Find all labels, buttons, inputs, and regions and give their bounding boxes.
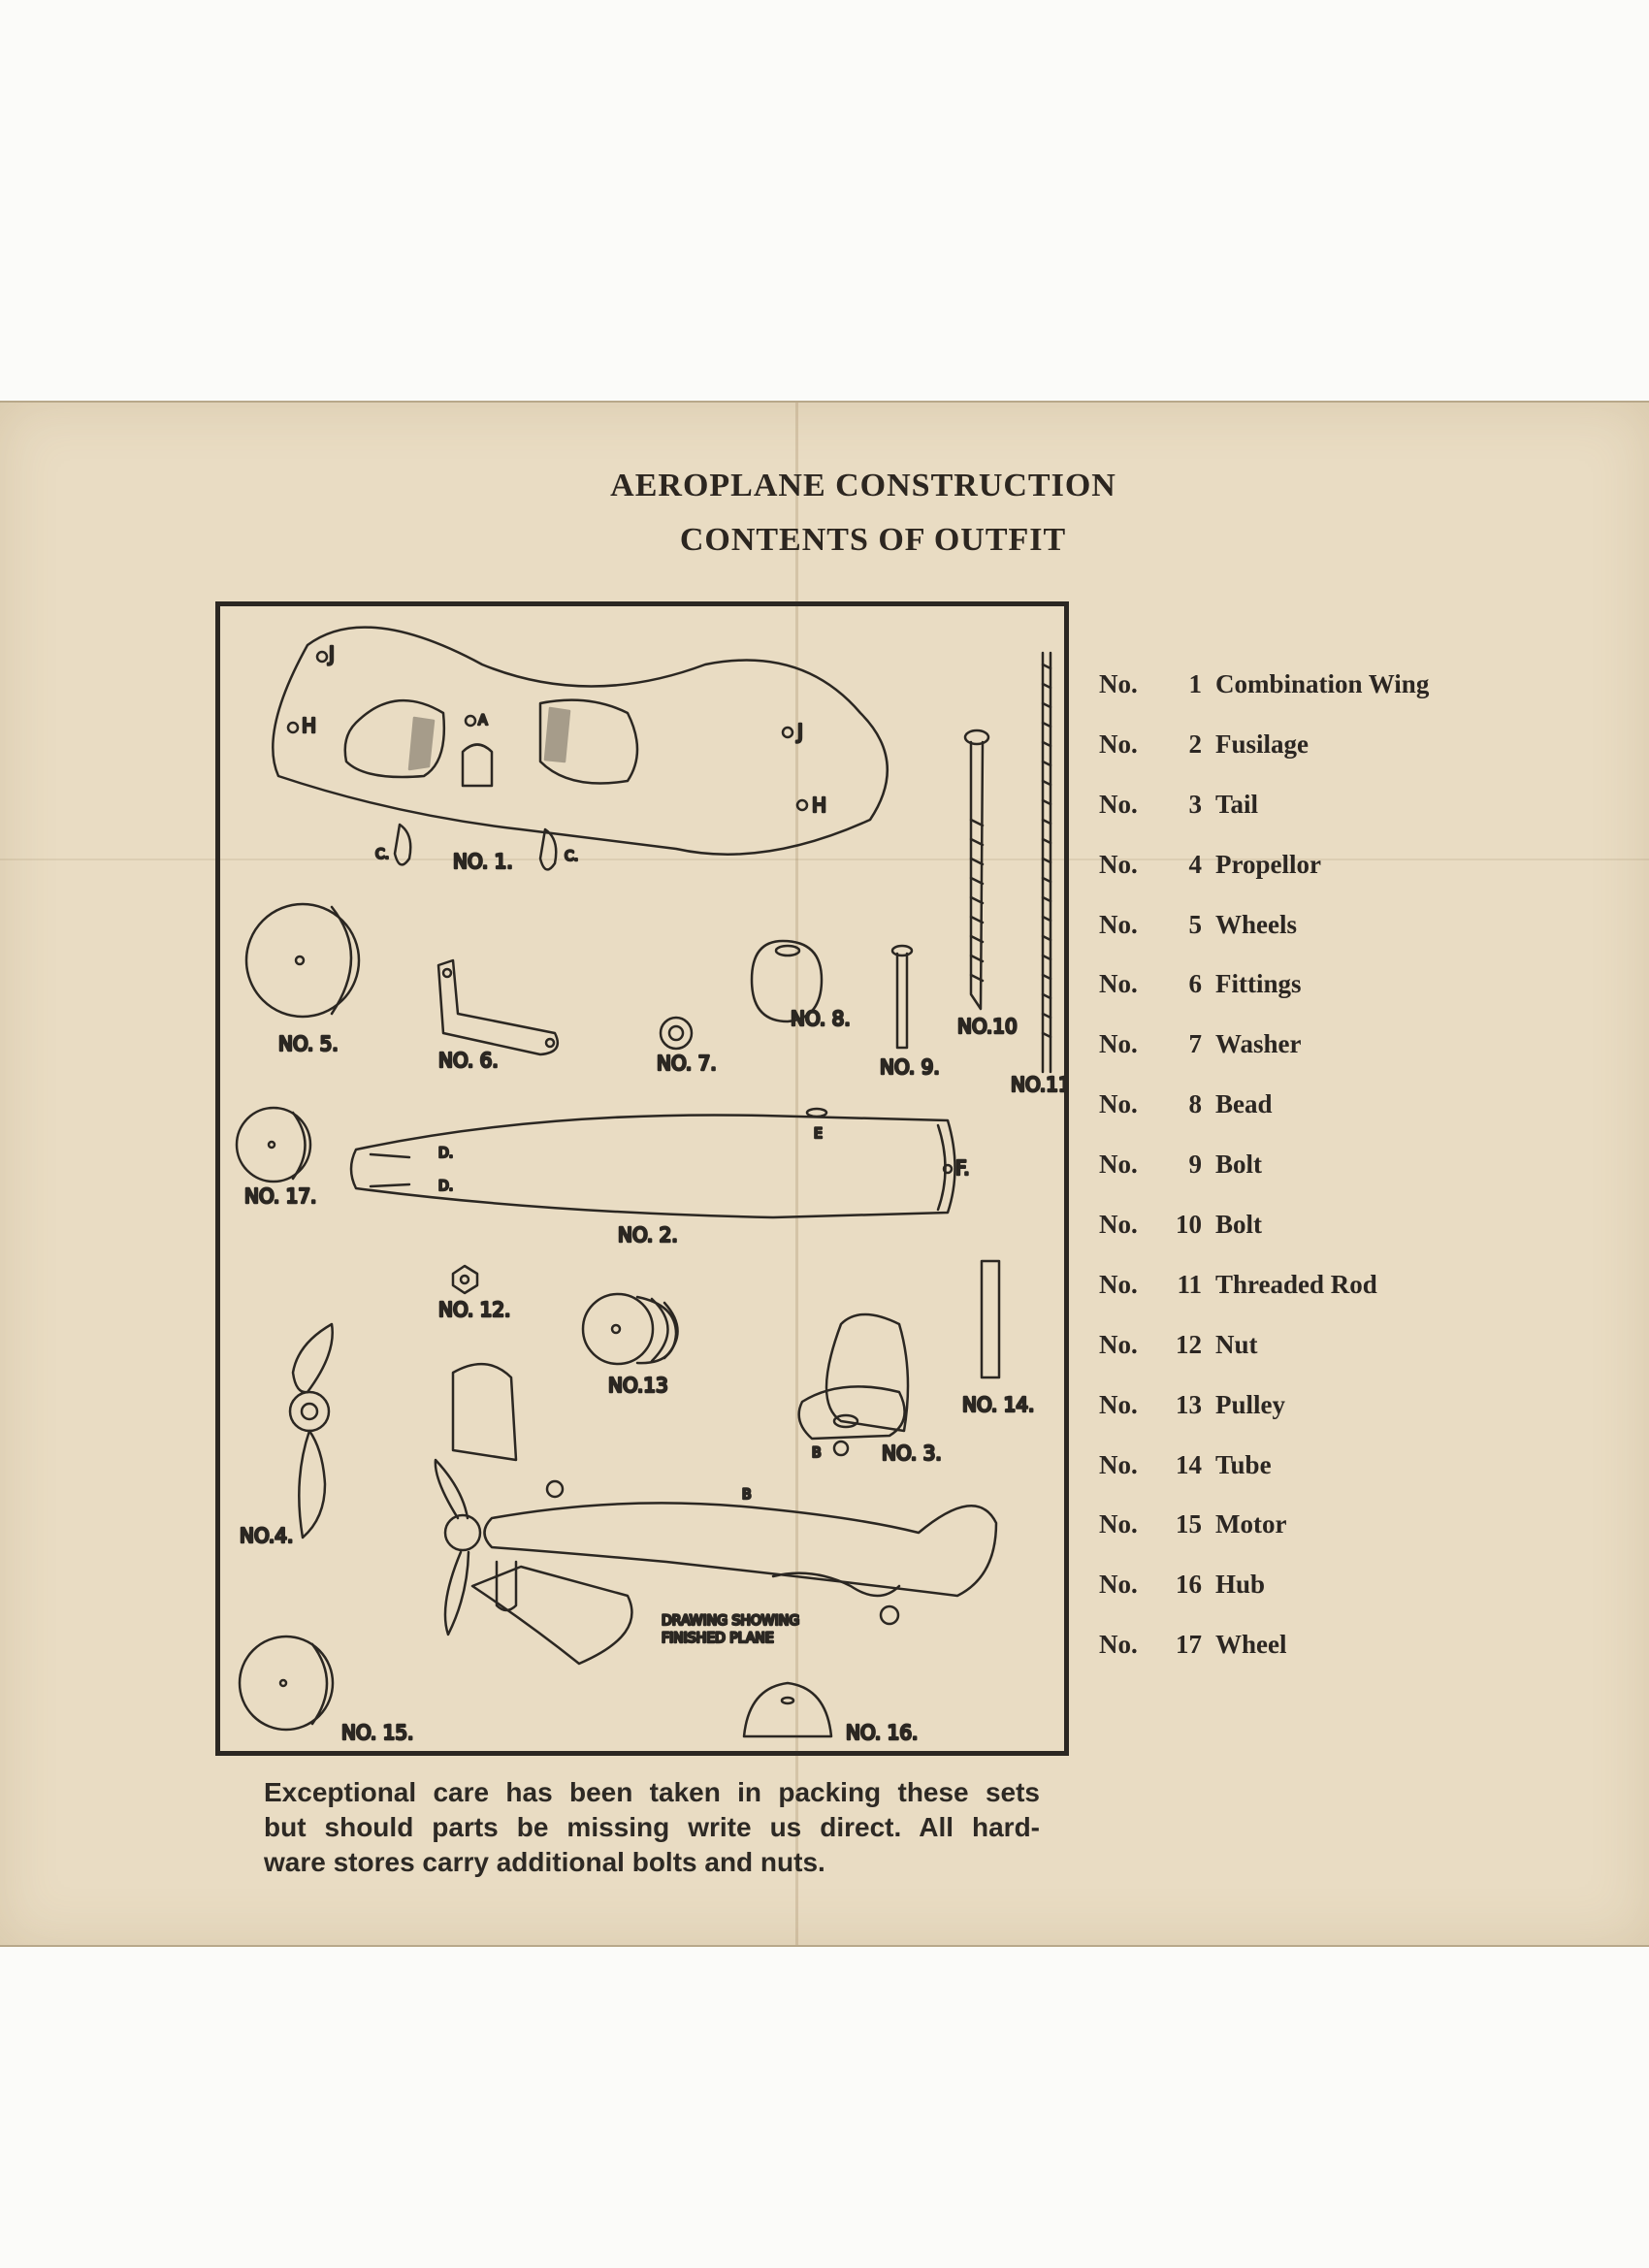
part-16-hub: NO. 16. bbox=[742, 1681, 920, 1745]
hole-label-d: D. bbox=[438, 1146, 453, 1161]
hole-label-b-plane: B bbox=[742, 1487, 752, 1503]
instruction-sheet bbox=[0, 401, 1649, 1947]
part-14-tube: NO. 14. bbox=[961, 1259, 1036, 1417]
label-no16: NO. 16. bbox=[846, 1721, 918, 1744]
part-4-propellor: NO.4. bbox=[239, 1322, 334, 1548]
label-no14: NO. 14. bbox=[962, 1393, 1034, 1416]
hole-label-h: H bbox=[302, 714, 316, 737]
part-17-wheel: NO. 17. bbox=[235, 1106, 318, 1209]
part-7-washer: NO. 7. bbox=[656, 1016, 718, 1076]
label-no12: NO. 12. bbox=[438, 1298, 510, 1321]
part-3-tail: B NO. 3. bbox=[797, 1312, 943, 1466]
label-no17: NO. 17. bbox=[244, 1184, 316, 1208]
page-subtitle: CONTENTS OF OUTFIT bbox=[679, 522, 1067, 558]
finished-plane-drawing: B DRAWING SHOWING FINISHED PLANE bbox=[434, 1362, 998, 1666]
label-no15: NO. 15. bbox=[341, 1721, 413, 1744]
label-no4: NO.4. bbox=[240, 1524, 293, 1547]
part-2-fusilage: D. D. E F. NO. 2. bbox=[349, 1107, 971, 1247]
paper-fold bbox=[795, 403, 798, 1945]
hole-label-d-lower: D. bbox=[438, 1179, 453, 1194]
label-no2: NO. 2. bbox=[618, 1223, 678, 1247]
label-no6: NO. 6. bbox=[438, 1049, 499, 1072]
label-no1: NO. 1. bbox=[453, 850, 513, 873]
part-13-pulley: NO.13 bbox=[581, 1292, 679, 1398]
part-1-wing: J H A J H C. C. NO. 1. bbox=[272, 626, 889, 874]
label-no13: NO.13 bbox=[608, 1374, 668, 1397]
label-no5: NO. 5. bbox=[278, 1032, 339, 1055]
label-no8: NO. 8. bbox=[791, 1007, 851, 1030]
hole-label-j: J bbox=[327, 642, 335, 665]
packing-note-line: Exceptional care has been taken in packi… bbox=[264, 1777, 1040, 1807]
hole-label-c: C. bbox=[375, 847, 389, 862]
part-15-motor: NO. 15. bbox=[238, 1635, 415, 1745]
part-8-bead: NO. 8. bbox=[750, 939, 852, 1031]
page-title: AEROPLANE CONSTRUCTION bbox=[610, 468, 1116, 503]
label-no10: NO.10 bbox=[957, 1015, 1018, 1038]
packing-note-line: but should parts be missing write us dir… bbox=[264, 1812, 1040, 1842]
hole-label-h-right: H bbox=[812, 794, 826, 817]
hole-label-f: F. bbox=[955, 1156, 970, 1180]
label-no11: NO.11 bbox=[1011, 1073, 1064, 1096]
part-9-bolt: NO. 9. bbox=[879, 944, 941, 1080]
part-11-threaded-rod: NO.11 bbox=[1010, 651, 1064, 1097]
finished-plane-caption-2: FINISHED PLANE bbox=[662, 1631, 774, 1646]
part-5-wheels: NO. 5. bbox=[244, 902, 361, 1056]
label-no3: NO. 3. bbox=[882, 1442, 942, 1465]
hole-label-b: B bbox=[812, 1445, 822, 1461]
paper-fold-horizontal bbox=[0, 859, 1649, 860]
part-6-fittings: NO. 6. bbox=[436, 958, 560, 1073]
label-no9: NO. 9. bbox=[880, 1055, 940, 1079]
hole-label-c-right: C. bbox=[565, 849, 578, 864]
parts-diagram-drawing: J H A J H C. C. NO. 1. NO. 5. NO. 6. NO.… bbox=[235, 626, 1064, 1745]
packing-note: Exceptional care has been taken in packi… bbox=[264, 1775, 1040, 1880]
hole-label-j-right: J bbox=[795, 720, 803, 743]
packing-note-line: ware stores carry additional bolts and n… bbox=[264, 1847, 825, 1877]
part-10-bolt: NO.10 bbox=[956, 729, 1018, 1039]
hole-label-e: E bbox=[814, 1126, 823, 1142]
hole-label-a: A bbox=[478, 713, 488, 729]
finished-plane-caption-1: DRAWING SHOWING bbox=[662, 1613, 799, 1629]
label-no7: NO. 7. bbox=[657, 1052, 717, 1075]
parts-diagram: J H A J H C. C. NO. 1. NO. 5. NO. 6. NO.… bbox=[215, 601, 1069, 1756]
part-12-nut: NO. 12. bbox=[437, 1264, 512, 1322]
